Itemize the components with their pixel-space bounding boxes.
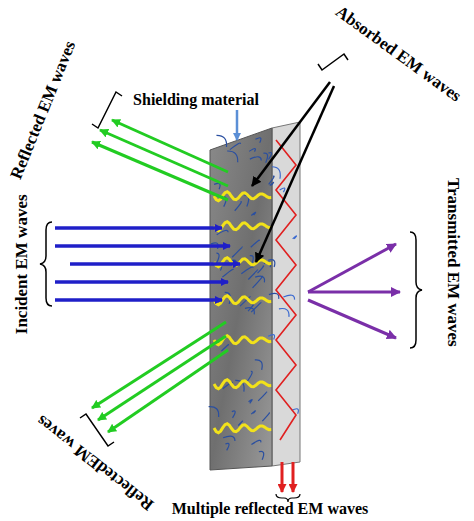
bracket [80, 414, 114, 446]
bracket [92, 92, 122, 128]
multiple-reflected-arrows [282, 462, 293, 492]
absorbed-waves [214, 192, 271, 433]
label: Transmitted EM waves [443, 178, 462, 347]
label: Reflected EM waves [8, 38, 80, 182]
label: Multiple reflected EM waves [172, 500, 369, 518]
label: ReflectedEM waves [34, 411, 158, 514]
leader-line [236, 110, 239, 140]
leader-line [252, 82, 330, 186]
bracket [318, 54, 348, 70]
internal-reflection [276, 140, 296, 440]
reflected-arrows [92, 322, 228, 432]
label: Shielding material [133, 91, 259, 109]
incident-arrows [55, 228, 240, 300]
transmitted-arrows [308, 244, 400, 338]
label: Absorbed EM waves [332, 3, 464, 106]
reflected-arrows [92, 120, 228, 200]
bracket [410, 232, 422, 348]
label: Incident EM waves [13, 194, 32, 334]
bracket [40, 222, 52, 306]
leader-line [256, 86, 334, 262]
